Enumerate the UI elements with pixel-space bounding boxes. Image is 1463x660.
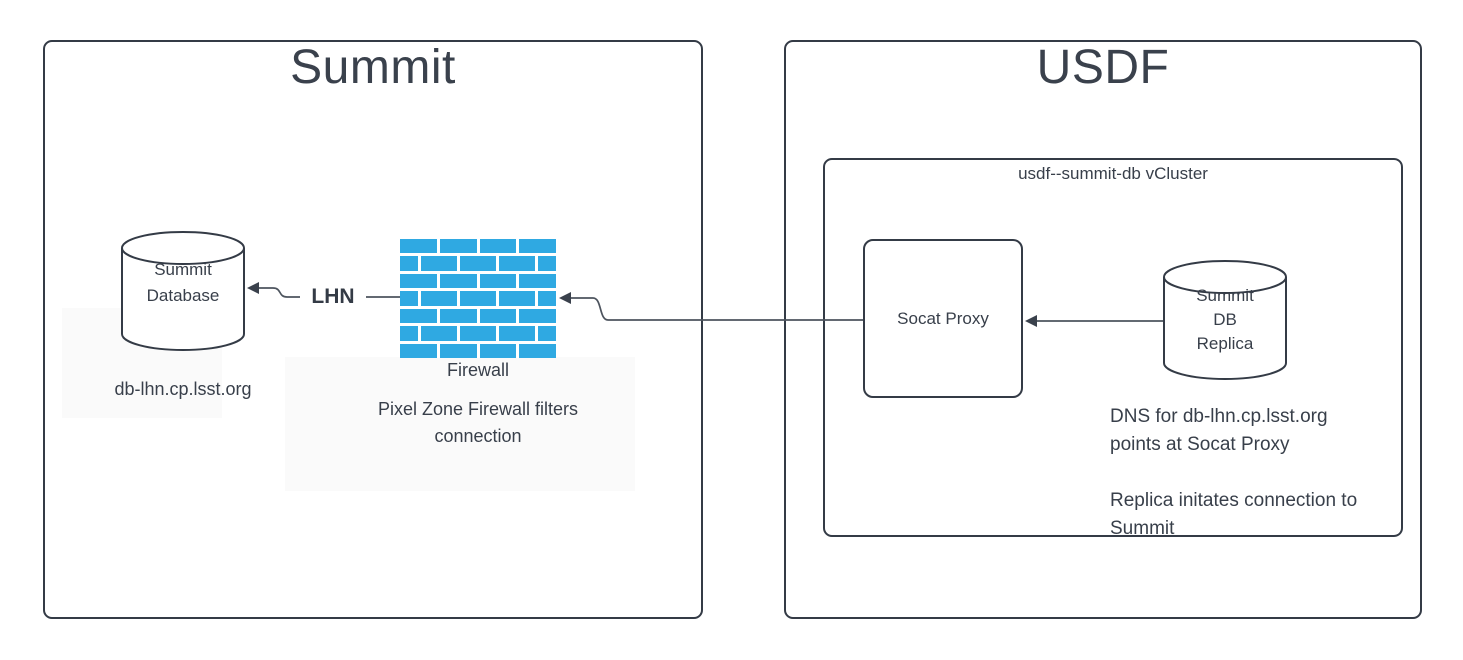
firewall-brick-row: [400, 308, 556, 324]
firewall-brick-row: [400, 326, 556, 341]
background-patch-firewall: [285, 357, 635, 491]
firewall-label: Firewall: [446, 360, 509, 380]
firewall-icon: [400, 239, 556, 358]
firewall-brick-row: [400, 343, 556, 358]
firewall-note: Pixel Zone Firewall filters connection: [377, 399, 579, 446]
firewall-brick: [519, 343, 556, 358]
dns-note: DNS for db-lhn.cp.lsst.org points at Soc…: [1110, 406, 1328, 455]
firewall-brick: [439, 308, 477, 324]
firewall-brick: [460, 291, 496, 306]
firewall-brick: [519, 273, 556, 289]
firewall-brick: [538, 326, 556, 341]
usdf-zone-box: [784, 40, 1422, 619]
summit-database-hostname: db-lhn.cp.lsst.org: [114, 379, 252, 399]
summit-zone-box: [43, 40, 703, 619]
firewall-brick: [400, 308, 437, 324]
summit-database-cylinder-icon: [121, 231, 245, 351]
firewall-brick-row: [400, 291, 556, 306]
firewall-brick-row: [400, 273, 556, 289]
firewall-brick: [421, 326, 457, 341]
firewall-brick: [479, 308, 517, 324]
firewall-brick: [499, 326, 535, 341]
firewall-brick: [519, 308, 556, 324]
firewall-brick: [400, 256, 418, 271]
firewall-brick: [439, 273, 477, 289]
firewall-brick: [400, 326, 418, 341]
summit-zone-title: Summit: [290, 41, 456, 94]
socat-proxy-label: Socat Proxy: [897, 308, 989, 328]
firewall-brick: [479, 273, 517, 289]
firewall-brick: [499, 256, 535, 271]
firewall-brick: [421, 256, 457, 271]
replica-note: Replica initates connection to Summit: [1110, 490, 1358, 539]
firewall-brick: [538, 256, 556, 271]
firewall-brick: [479, 239, 517, 254]
firewall-brick-row: [400, 239, 556, 254]
firewall-brick: [439, 239, 477, 254]
summit-db-replica-label: Summit DB Replica: [1196, 286, 1254, 353]
vcluster-label: usdf--summit-db vCluster: [1018, 164, 1208, 183]
socat-proxy-node: Socat Proxy: [863, 239, 1023, 398]
firewall-brick: [400, 239, 437, 254]
firewall-brick: [439, 343, 477, 358]
firewall-brick: [400, 343, 437, 358]
firewall-brick: [421, 291, 457, 306]
usdf-zone-title: USDF: [1036, 41, 1170, 94]
lhn-link-label: LHN: [300, 284, 366, 310]
firewall-brick: [499, 291, 535, 306]
summit-db-replica-cylinder-icon: [1163, 260, 1287, 380]
firewall-brick: [400, 273, 437, 289]
firewall-brick: [538, 291, 556, 306]
summit-database-label: Summit Database: [146, 260, 220, 305]
firewall-brick: [400, 291, 418, 306]
firewall-brick: [479, 343, 517, 358]
firewall-brick: [519, 239, 556, 254]
firewall-brick-row: [400, 256, 556, 271]
vcluster-box: [823, 158, 1403, 537]
firewall-brick: [460, 256, 496, 271]
firewall-brick: [460, 326, 496, 341]
